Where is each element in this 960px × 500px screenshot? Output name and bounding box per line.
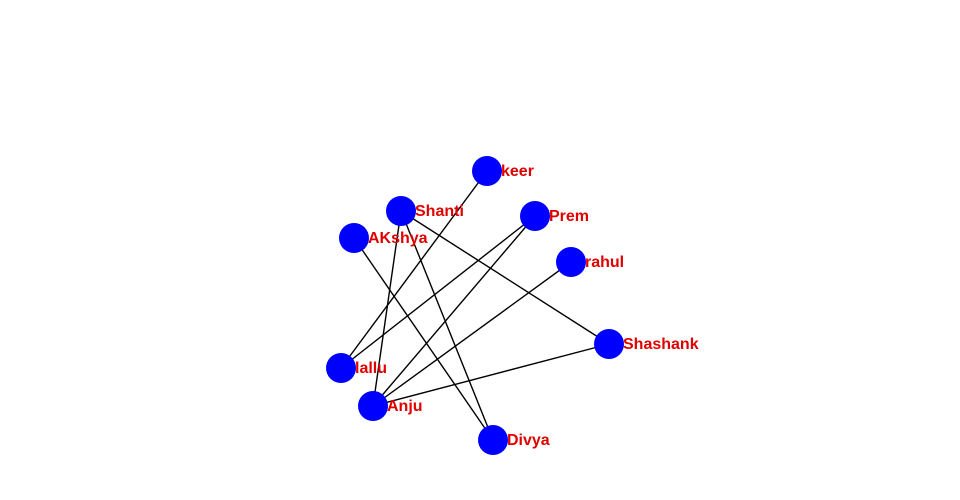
edge-Shanti-Shashank: [400, 210, 610, 345]
node-circle: [386, 196, 416, 226]
node-rahul: rahul: [556, 247, 624, 277]
node-circle: [339, 223, 369, 253]
edge-Anju-Shashank: [372, 343, 610, 407]
node-label: Anju: [387, 398, 423, 415]
node-label: Shashank: [623, 336, 699, 353]
node-circle: [472, 156, 502, 186]
node-Shashank: Shashank: [594, 329, 699, 359]
node-circle: [478, 425, 508, 455]
node-AKshya: AKshya: [339, 223, 428, 253]
edge-Shanti-Anju: [372, 210, 402, 407]
edge-rahul-Anju: [372, 261, 572, 407]
node-label: AKshya: [368, 230, 428, 247]
node-lallu: lallu: [326, 353, 387, 383]
edge-AKshya-Divya: [353, 237, 494, 441]
node-Prem: Prem: [520, 201, 589, 231]
node-circle: [520, 201, 550, 231]
node-label: lallu: [355, 360, 387, 377]
node-circle: [594, 329, 624, 359]
edge-Prem-lallu: [340, 215, 536, 369]
node-label: keer: [501, 163, 534, 180]
edge-Prem-Anju: [372, 215, 536, 407]
node-circle: [326, 353, 356, 383]
node-label: Prem: [549, 208, 589, 225]
node-label: Shanti: [415, 203, 464, 220]
node-Shanti: Shanti: [386, 196, 464, 226]
node-circle: [358, 391, 388, 421]
node-Anju: Anju: [358, 391, 423, 421]
edge-Shanti-Divya: [400, 210, 494, 441]
node-circle: [556, 247, 586, 277]
node-label: Divya: [507, 432, 550, 449]
edge-layer: [340, 170, 610, 441]
edge-keer-lallu: [340, 170, 488, 369]
node-Divya: Divya: [478, 425, 550, 455]
node-label: rahul: [585, 254, 624, 271]
node-keer: keer: [472, 156, 534, 186]
